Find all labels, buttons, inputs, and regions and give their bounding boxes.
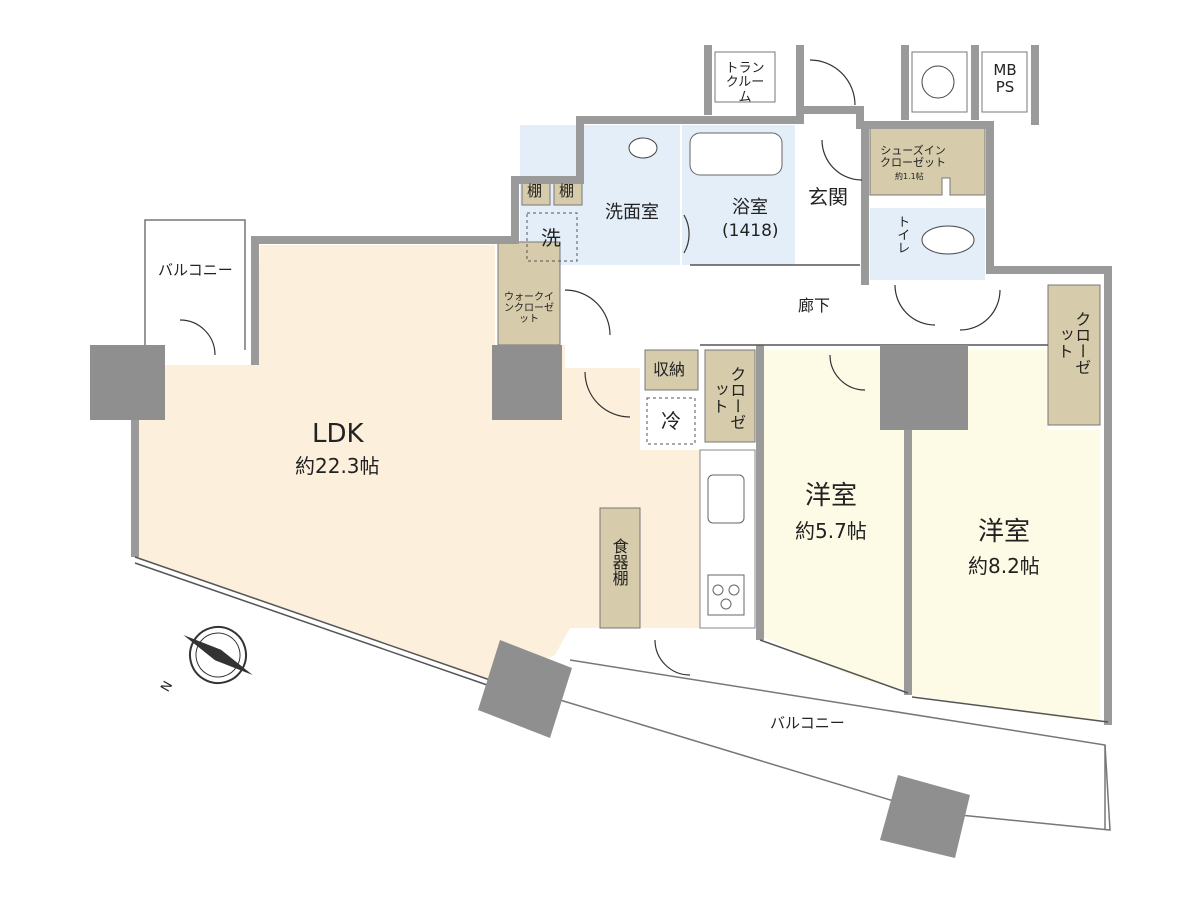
trunk-room-label: トランクルーム	[725, 61, 765, 105]
western1-floor	[760, 350, 908, 690]
trunk-room	[714, 51, 776, 103]
toilet-bowl-icon	[921, 225, 975, 255]
window-lines	[134, 264, 1109, 723]
bathroom-label: 浴室	[732, 197, 768, 218]
balcony-small-label: バルコニー	[158, 261, 233, 279]
washroom-label: 洗面室	[605, 202, 659, 223]
cupboard-box	[599, 507, 641, 629]
fridge-label: 冷	[661, 409, 681, 433]
mbps-label: MB PS	[993, 61, 1017, 96]
western2-label: 洋室	[978, 517, 1031, 547]
storage-box	[644, 349, 699, 391]
washer-space	[526, 212, 578, 262]
hallway-label: 廊下	[798, 296, 831, 315]
fridge-space	[646, 397, 696, 445]
shelf2-label: 棚	[559, 182, 575, 200]
shoes-closet-floor	[869, 124, 986, 196]
walkin-closet-label: ウォークインクローゼット	[504, 292, 554, 325]
toilet-label: トイレ	[894, 215, 910, 254]
closet1-label: クローゼット	[709, 366, 747, 430]
sink-icon	[707, 474, 745, 524]
closet2-label: クローゼット	[1054, 311, 1092, 375]
western1-area: 約5.7帖	[795, 519, 867, 543]
ldk-area: 約22.3帖	[295, 454, 380, 478]
compass-icon	[183, 626, 253, 684]
walls	[131, 45, 1112, 725]
shoes-closet-area: 約1.1帖	[895, 172, 924, 181]
bathroom-size: (1418)	[722, 221, 779, 241]
shelf1-label: 棚	[527, 182, 543, 200]
basin-icon	[628, 137, 658, 159]
closet2-box	[1047, 284, 1101, 426]
pillars	[90, 345, 970, 858]
western2-floor	[908, 350, 1100, 720]
western1-label: 洋室	[805, 481, 858, 511]
stove-icon	[707, 574, 745, 616]
shoes-closet-label: シューズインクローゼット	[880, 144, 946, 170]
door-swings	[179, 59, 1001, 676]
entrance-label: 玄関	[808, 185, 848, 209]
ldk-label: LDK	[312, 419, 364, 449]
washer-label: 洗	[541, 226, 561, 250]
western2-area: 約8.2帖	[968, 554, 1040, 578]
closet1-box	[704, 349, 756, 443]
mbps-box	[981, 51, 1028, 113]
storage-label: 収納	[653, 360, 686, 379]
balcony-outline	[144, 219, 1111, 831]
bathtub-icon	[689, 132, 783, 176]
balcony-main-label: バルコニー	[770, 714, 845, 732]
cupboard-label: 食器棚	[609, 538, 629, 586]
